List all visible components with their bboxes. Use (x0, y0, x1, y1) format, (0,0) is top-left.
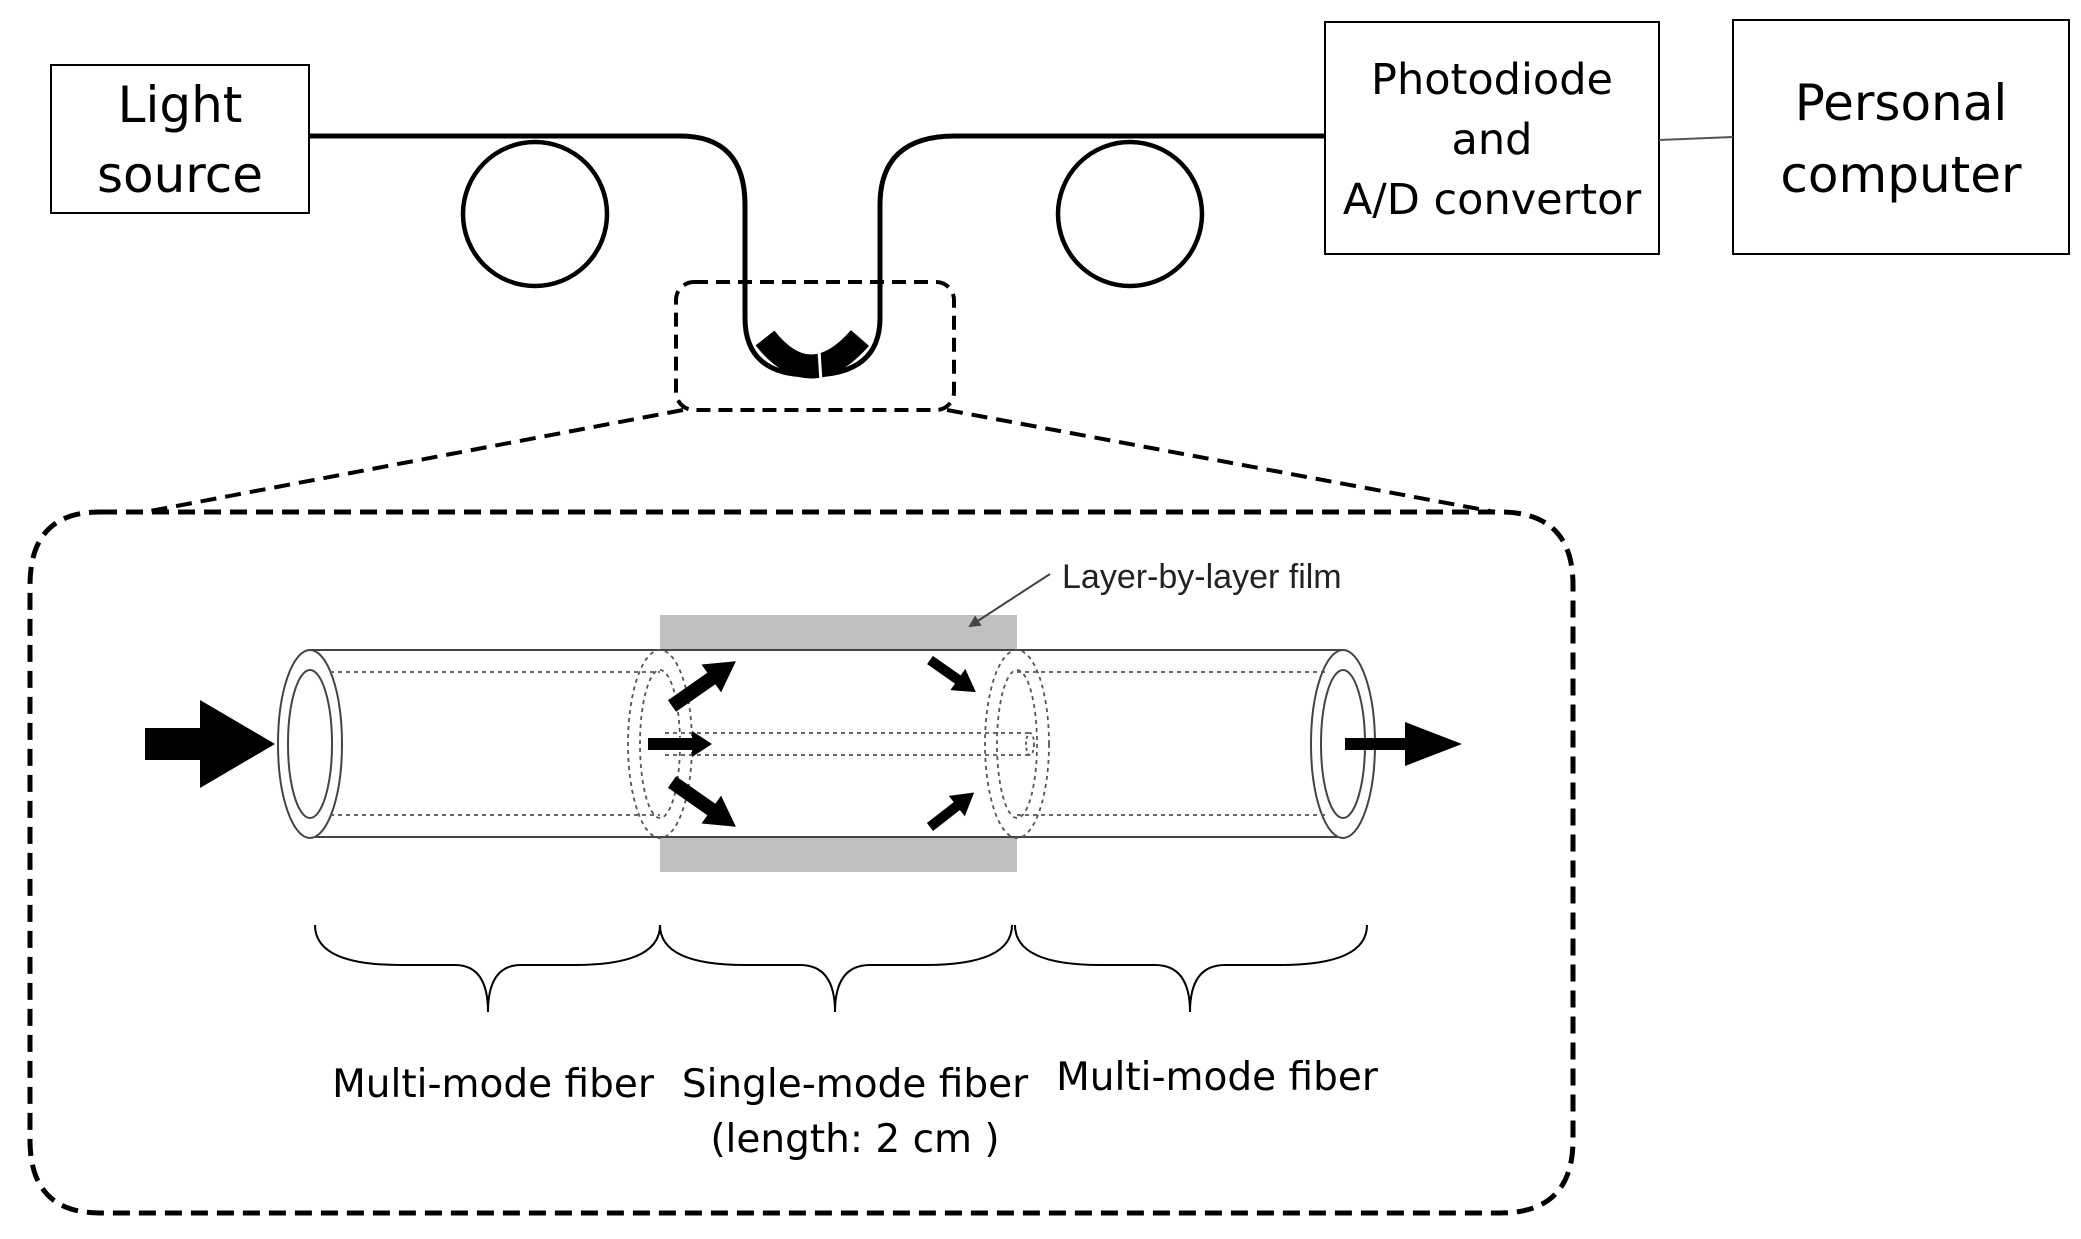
brace-left-mmf (314, 924, 661, 1013)
light-source-label-line1: Light (118, 76, 243, 134)
photodiode-label-line1: Photodiode (1371, 55, 1613, 105)
brace-smf (659, 924, 1013, 1013)
segment-label-middle-line2: (length: 2 cm ) (710, 1117, 999, 1162)
segment-label-left: Multi-mode fiber (332, 1062, 655, 1107)
film-bottom (660, 837, 1017, 872)
recoupling-arrow-top (927, 655, 976, 693)
tube-left-end-inner (287, 669, 333, 819)
photodiode-label-line2: and (1452, 115, 1533, 165)
film-label: Layer-by-layer film (1062, 558, 1342, 596)
computer-label-line1: Personal (1795, 74, 2008, 132)
fiber-coil-left (460, 139, 610, 289)
zoom-line-left (144, 408, 684, 514)
brace-right-mmf (1014, 924, 1368, 1013)
photodiode-box: Photodiode and A/D convertor (1324, 21, 1660, 255)
sensor-splice-gap (817, 349, 823, 383)
core-mode-arrow (648, 731, 712, 757)
segment-label-right: Multi-mode fiber (1056, 1055, 1379, 1100)
recoupling-arrow-bottom (926, 792, 975, 831)
splice-right-inner (996, 669, 1038, 819)
input-light-arrow (145, 700, 275, 788)
cladding-mode-arrow-up (667, 661, 736, 712)
personal-computer-box: Personal computer (1732, 19, 2070, 255)
smf-core-end (1025, 732, 1035, 756)
segment-label-middle-line1: Single-mode fiber (682, 1062, 1029, 1107)
zoom-region (674, 280, 956, 412)
pd-to-pc-cable (1658, 136, 1734, 141)
film-pointer-arrow (968, 573, 1051, 628)
cladding-mode-arrow-down (667, 776, 736, 827)
sensor-segment (755, 329, 870, 379)
film-top (660, 615, 1017, 650)
photodiode-label-line3: A/D convertor (1343, 175, 1642, 225)
output-light-arrow (1345, 722, 1462, 766)
zoom-line-right (946, 408, 1496, 514)
splice-right-outer (984, 649, 1050, 839)
light-source-box: Light source (50, 64, 310, 214)
light-source-label-line2: source (97, 146, 263, 204)
computer-label-line2: computer (1780, 146, 2022, 204)
detail-box (27, 509, 1576, 1216)
optical-fiber (309, 133, 1325, 378)
fiber-coil-right (1055, 139, 1205, 289)
fiber-structure: Layer-by-layer film (145, 558, 1462, 872)
